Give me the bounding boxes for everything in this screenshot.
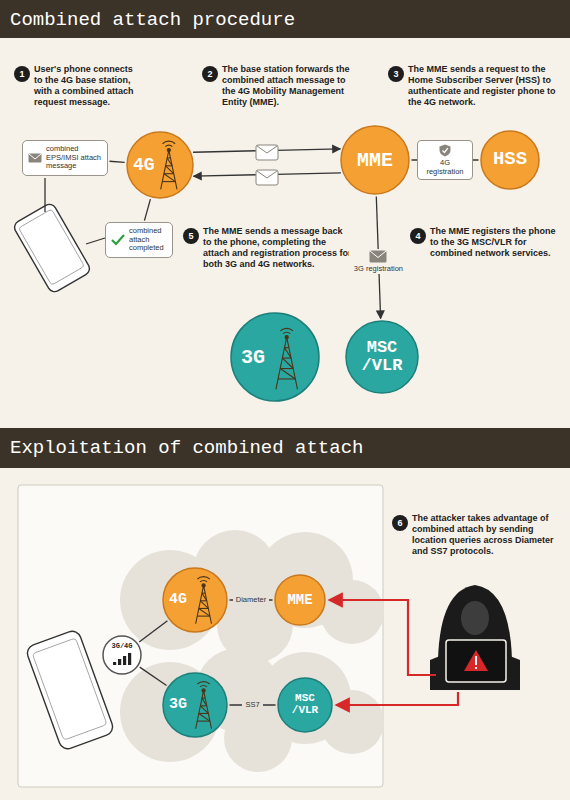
- envelope-icon: [28, 152, 42, 164]
- connector: [139, 621, 167, 642]
- callout-number: 3: [388, 66, 404, 82]
- tower-icon: [161, 141, 177, 189]
- circle-fill: [346, 321, 418, 393]
- step-text: User's phone connects to the 4G base sta…: [34, 64, 138, 108]
- circle-fill: [278, 678, 332, 732]
- edge-label: SS7: [245, 701, 259, 710]
- node-label: MME: [287, 593, 312, 608]
- circle-fill: [127, 132, 193, 198]
- network-circle: MME: [340, 125, 410, 195]
- step-text: The base station forwards the combined a…: [222, 64, 350, 108]
- attacker: [430, 585, 520, 690]
- edge-label: Diameter: [236, 596, 266, 605]
- network-circle: MME: [274, 574, 326, 626]
- phone: [12, 202, 92, 294]
- circle-fill: [163, 673, 227, 737]
- title: Combined attach procedure: [0, 0, 570, 31]
- circle-fill: [275, 575, 325, 625]
- drawing-part: [446, 640, 506, 682]
- link-line: [86, 238, 105, 244]
- message-box: combined EPS/IMSI attach message: [22, 140, 108, 176]
- envelope-icon: [256, 145, 278, 160]
- circle-outline: [102, 635, 142, 675]
- connector: [144, 199, 150, 220]
- node-label: MME: [357, 150, 393, 171]
- attack-arrow: [329, 600, 436, 675]
- drawing-part: [475, 667, 477, 669]
- node-label: MSC /VLR: [282, 693, 328, 716]
- circle-fill: [163, 568, 227, 632]
- drawing-part: [475, 656, 477, 665]
- network-circle: MSC /VLR: [277, 677, 333, 733]
- circle-fill: [341, 126, 409, 194]
- drawing-part: [19, 209, 85, 285]
- drawing-part: [320, 580, 384, 644]
- network-circle: 3G: [162, 672, 228, 738]
- network-circle: 4G: [126, 131, 194, 199]
- drawing-part: [25, 629, 115, 752]
- node-label: 3G: [241, 347, 265, 368]
- drawing-part: [257, 171, 277, 178]
- header-bar: Combined attach procedure: [0, 0, 570, 38]
- node-label: 4G: [133, 156, 155, 175]
- network-circle: HSS: [480, 130, 540, 190]
- shield-icon: [439, 144, 451, 157]
- message-label: combined attach completed: [129, 227, 167, 253]
- step-text: The MME registers the phone to the 3G MS…: [430, 226, 558, 259]
- link-line: [44, 178, 45, 212]
- message-label: combined EPS/IMSI attach message: [46, 145, 102, 171]
- tower-icon: [196, 682, 212, 729]
- tower-icon: [196, 577, 212, 624]
- callout-number: 2: [202, 66, 218, 82]
- callout-number: 6: [392, 515, 408, 531]
- node-label: MSC /VLR: [350, 339, 414, 375]
- drawing-part: [12, 202, 92, 294]
- network-circle: 3G: [230, 312, 320, 402]
- circle-fill: [481, 131, 539, 189]
- step-text: The attacker takes advantage of combined…: [412, 513, 560, 557]
- node-label: 3G: [169, 697, 187, 713]
- message-box: combined attach completed: [105, 222, 173, 258]
- check-icon: [111, 234, 125, 246]
- node-label: 4G: [169, 592, 187, 608]
- step-text: The MME sends a request to the Home Subs…: [408, 64, 560, 108]
- attack-arrow: [336, 692, 458, 705]
- panel: [18, 485, 383, 787]
- drawing-part: [464, 650, 488, 671]
- edge-label-box: SS7: [242, 700, 262, 711]
- drawing-part: [256, 170, 278, 185]
- envelope-icon: [256, 170, 278, 185]
- edge-label: 4G registration: [422, 159, 468, 176]
- cloud: [120, 530, 384, 663]
- connector: [109, 161, 124, 162]
- drawing-part: [32, 638, 107, 740]
- drawing-part: [256, 145, 278, 160]
- connector: [140, 667, 167, 685]
- drawing-part: [257, 146, 277, 153]
- edge-label-box: 4G registration: [417, 140, 473, 180]
- node-label: 3G/4G: [111, 643, 132, 650]
- callout-number: 5: [183, 228, 199, 244]
- circle-fill: [231, 313, 319, 401]
- circle-fill: [103, 636, 141, 674]
- phone: [25, 629, 115, 752]
- edge-label-box: Diameter: [233, 595, 269, 606]
- section-heading: Exploitation of combined attach: [0, 428, 570, 459]
- network-circle: MSC /VLR: [345, 320, 419, 394]
- step-text: The MME sends a message back to the phon…: [203, 226, 353, 270]
- edge-label-box: 3G registration: [349, 249, 407, 275]
- tower-icon: [276, 328, 298, 389]
- signal-bars: [113, 653, 131, 665]
- callout-number: 4: [410, 228, 426, 244]
- header-bar: Exploitation of combined attach: [0, 428, 570, 468]
- node-label: HSS: [493, 150, 527, 170]
- drawing-part: [461, 601, 489, 635]
- cloud: [120, 648, 384, 772]
- network-badge: 3G/4G: [102, 635, 142, 675]
- edge-label: 3G registration: [354, 265, 403, 274]
- envelope-icon: [369, 250, 387, 263]
- network-circle: 4G: [162, 567, 228, 633]
- callout-number: 1: [14, 66, 30, 82]
